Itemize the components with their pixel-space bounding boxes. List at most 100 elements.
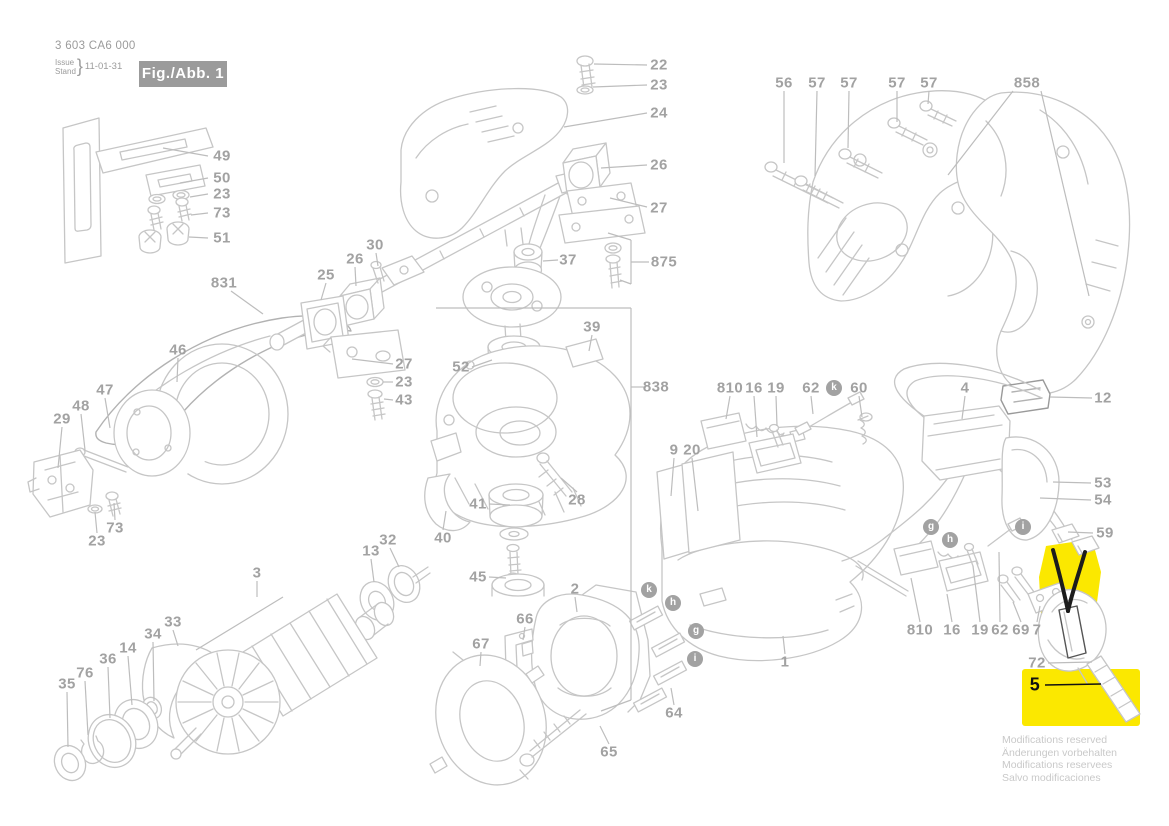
part-label-27: 27: [395, 355, 413, 373]
armature-drawing: [53, 565, 431, 782]
connection-point-h: h: [665, 595, 681, 611]
figure-label-badge: Fig./Abb. 1: [139, 61, 227, 87]
part-label-53: 53: [1094, 474, 1112, 492]
part-label-52: 52: [452, 358, 470, 376]
part-label-76: 76: [76, 664, 94, 682]
brush-set-upper-drawing: [700, 391, 873, 474]
part-label-66: 66: [516, 610, 534, 628]
part-label-62: 62: [802, 379, 820, 397]
part-label-23: 23: [213, 185, 231, 203]
part-label-49: 49: [213, 147, 231, 165]
handle-housing-half-drawing: [955, 91, 1131, 415]
part-label-4: 4: [960, 379, 970, 397]
part-label-13: 13: [362, 542, 380, 560]
part-label-19: 19: [971, 621, 989, 639]
part-label-32: 32: [379, 531, 397, 549]
part-label-39: 39: [583, 318, 601, 336]
part-label-36: 36: [99, 650, 117, 668]
part-label-23: 23: [88, 532, 106, 550]
part-label-3: 3: [252, 564, 262, 582]
part-label-7: 7: [1032, 621, 1042, 639]
part-label-26: 26: [346, 250, 364, 268]
part-label-41: 41: [469, 495, 487, 513]
part-label-69: 69: [1012, 621, 1030, 639]
part-label-35: 35: [58, 675, 76, 693]
modifications-notice: Modifications reserved Änderungen vorbeh…: [1002, 734, 1117, 784]
part-label-45: 45: [469, 568, 487, 586]
issue-brace: }: [76, 56, 83, 76]
notice-line-de: Änderungen vorbehalten: [1002, 746, 1118, 759]
cord-and-grommet-drawing: [1037, 548, 1141, 723]
part-label-62: 62: [991, 621, 1009, 639]
part-label-16: 16: [745, 379, 763, 397]
part-label-47: 47: [96, 381, 114, 399]
part-label-858: 858: [1013, 74, 1041, 92]
support-bracket-drawing: [62, 117, 214, 264]
part-label-72: 72: [1028, 654, 1046, 672]
part-label-9: 9: [669, 441, 679, 459]
blade-clamp-drawing: [27, 343, 289, 518]
part-label-60: 60: [850, 379, 868, 397]
part-label-57: 57: [920, 74, 938, 92]
part-label-16: 16: [943, 621, 961, 639]
notice-line-fr: Modifications reservees: [1002, 759, 1113, 772]
part-label-57: 57: [808, 74, 826, 92]
part-label-50: 50: [213, 169, 231, 187]
part-label-27: 27: [650, 199, 668, 217]
part-label-43: 43: [395, 391, 413, 409]
part-label-26: 26: [650, 156, 668, 174]
connection-point-i: i: [1015, 519, 1031, 535]
part-label-67: 67: [472, 635, 490, 653]
switch-and-wiring-drawing: [841, 362, 1100, 562]
part-label-56: 56: [775, 74, 793, 92]
part-label-48: 48: [72, 397, 90, 415]
part-label-33: 33: [164, 613, 182, 631]
part-label-25: 25: [317, 266, 335, 284]
notice-line-en: Modifications reserved: [1002, 734, 1108, 746]
field-stator-drawing: [429, 584, 688, 786]
part-label-20: 20: [683, 441, 701, 459]
document-part-number: 3 603 CA6 000: [55, 40, 136, 52]
part-label-831: 831: [210, 274, 238, 292]
top-cover-drawing: [399, 55, 646, 289]
part-label-12: 12: [1094, 389, 1112, 407]
brush-set-lower-drawing: [855, 517, 1071, 614]
part-label-37: 37: [559, 251, 577, 269]
part-label-30: 30: [366, 236, 384, 254]
gearbox-hardware-drawing: [424, 452, 573, 597]
part-label-28: 28: [568, 491, 586, 509]
connection-point-g: g: [688, 623, 704, 639]
part-label-22: 22: [650, 56, 668, 74]
issue-date: 11-01-31: [84, 61, 123, 72]
part-label-2: 2: [570, 580, 580, 598]
part-label-51: 51: [213, 229, 231, 247]
connection-point-k: k: [826, 380, 842, 396]
notice-line-es: Salvo modificaciones: [1002, 771, 1101, 784]
part-label-23: 23: [395, 373, 413, 391]
left-housing-half-drawing: [764, 90, 1007, 302]
part-label-54: 54: [1094, 491, 1112, 509]
gearbox-housing-drawing: [430, 338, 631, 528]
part-label-73: 73: [213, 204, 231, 222]
part-label-19: 19: [767, 379, 785, 397]
part-label-810: 810: [716, 379, 744, 397]
part-label-838: 838: [642, 378, 670, 396]
connection-point-g: g: [923, 519, 939, 535]
part-label-5: 5: [1029, 674, 1041, 695]
connection-point-h: h: [942, 532, 958, 548]
connection-point-i: i: [687, 651, 703, 667]
part-label-40: 40: [434, 529, 452, 547]
part-label-23: 23: [650, 76, 668, 94]
part-label-1: 1: [780, 653, 790, 671]
part-label-73: 73: [106, 519, 124, 537]
part-label-14: 14: [119, 639, 137, 657]
part-label-64: 64: [665, 704, 683, 722]
part-label-57: 57: [888, 74, 906, 92]
part-label-57: 57: [840, 74, 858, 92]
part-label-29: 29: [53, 410, 71, 428]
